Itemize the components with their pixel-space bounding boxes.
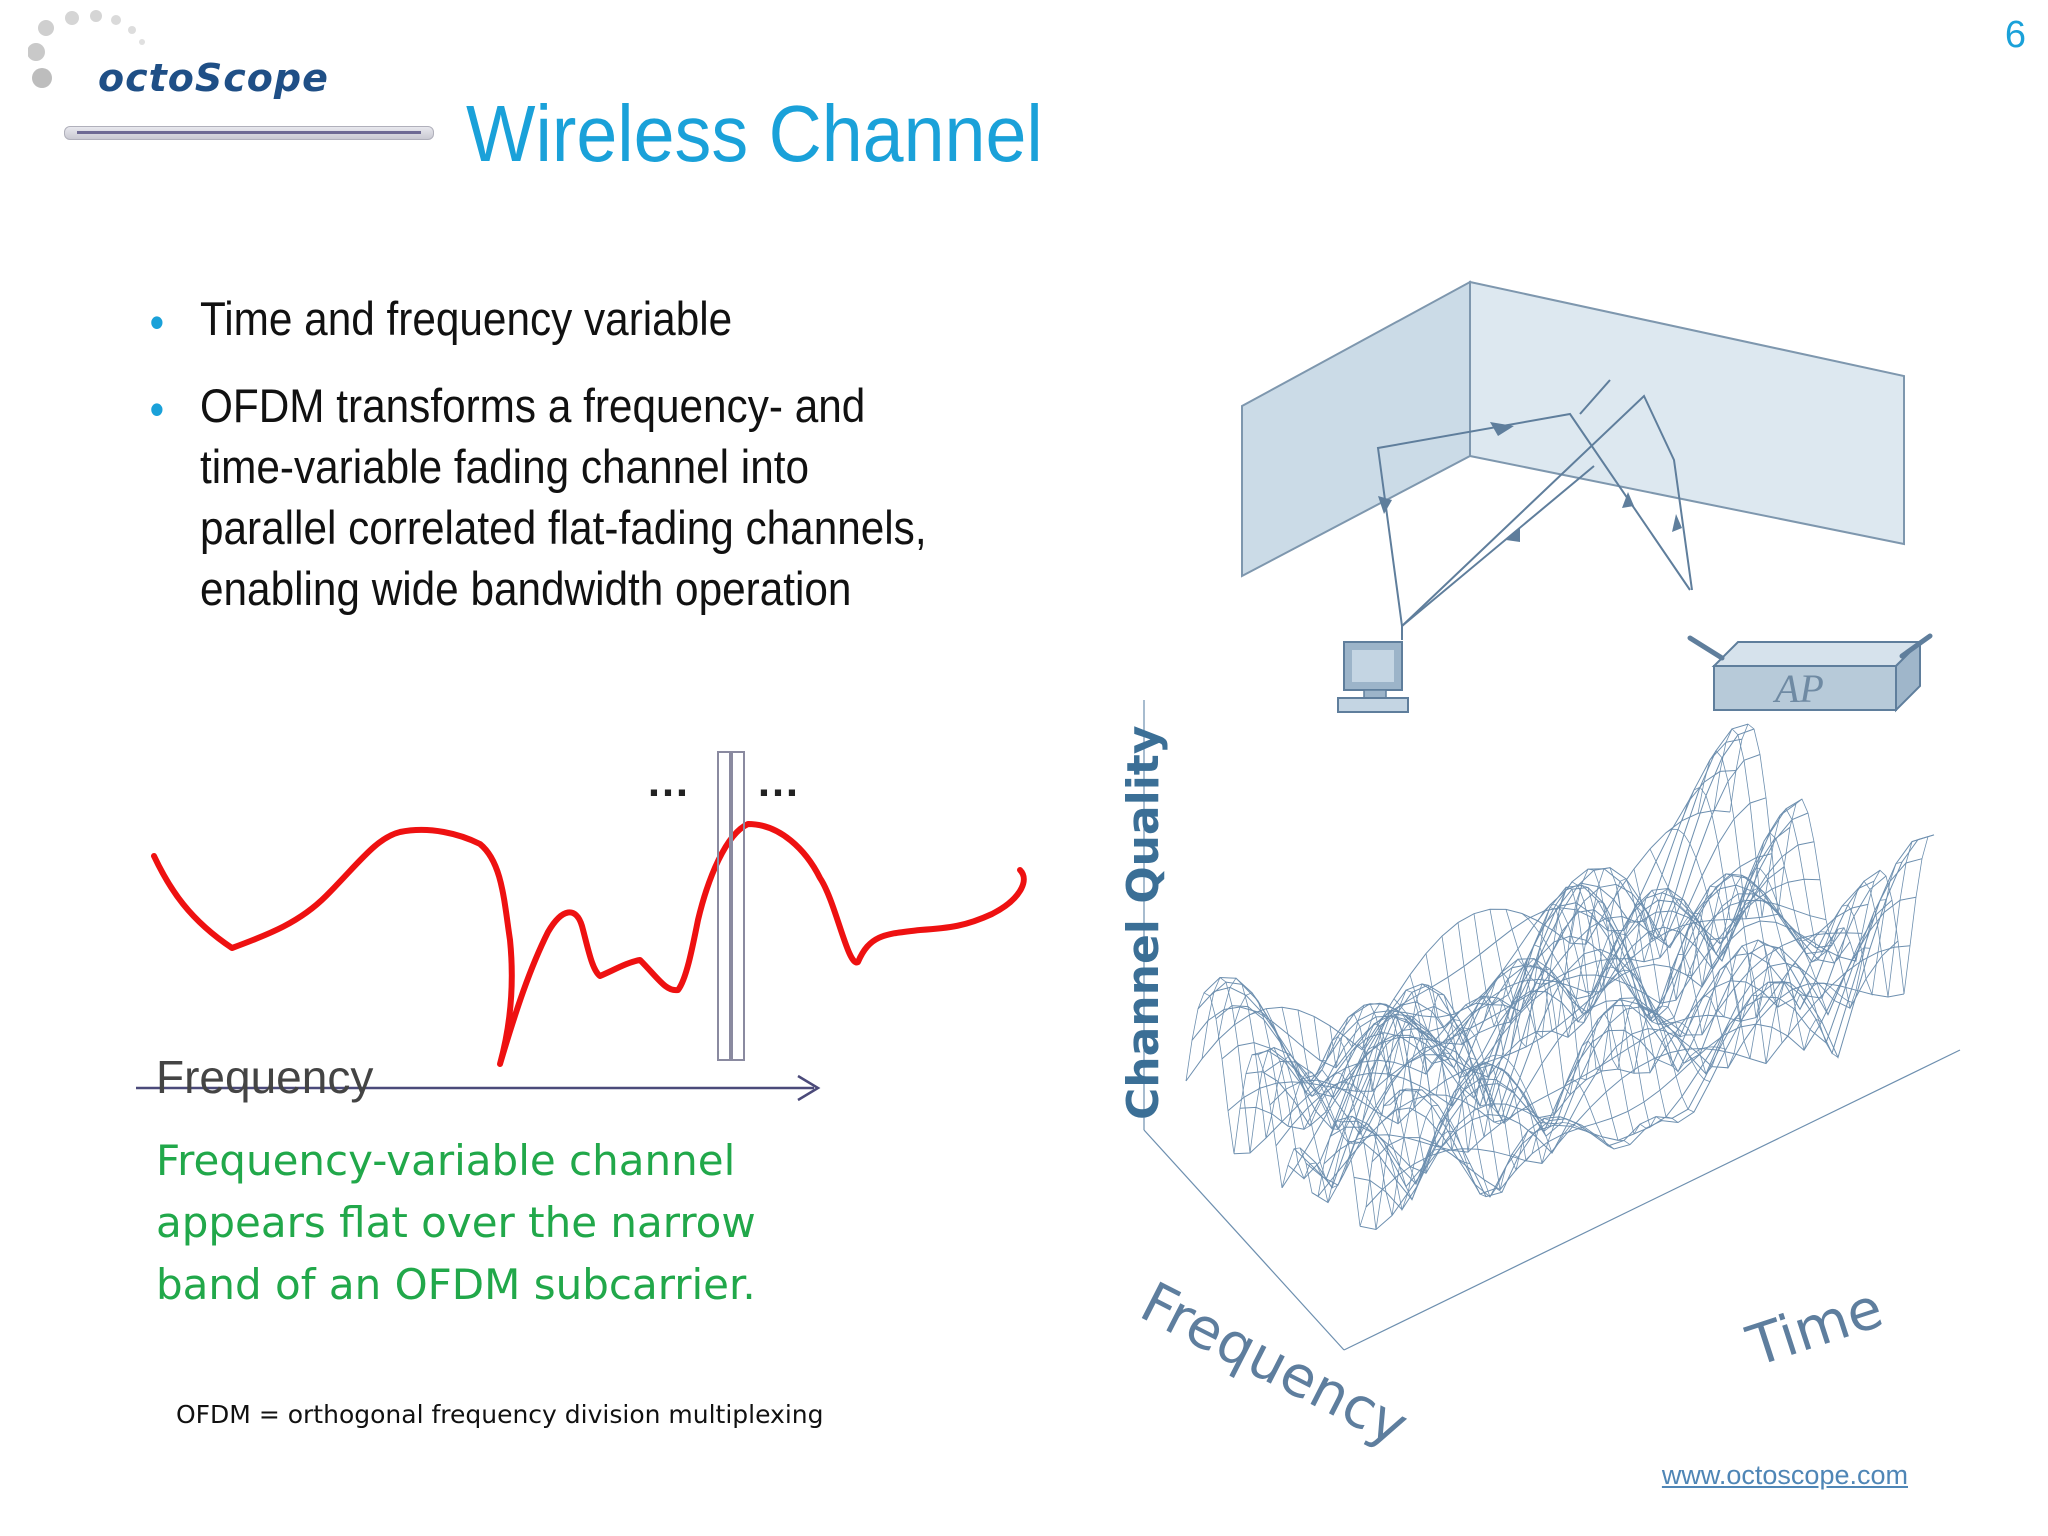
ellipsis-right: … — [756, 757, 800, 806]
subcarrier-note: Frequency-variable channel appears flat … — [156, 1136, 756, 1309]
logo-dots-icon — [27, 10, 145, 88]
mesh-line — [1269, 841, 1815, 1125]
ray-path-2 — [1401, 394, 1693, 627]
mesh-line — [1329, 993, 1535, 1172]
slide-title: Wireless Channel — [466, 89, 1043, 178]
mesh-line — [1201, 976, 1407, 1230]
mesh-line — [1425, 944, 1631, 1145]
mesh-line — [1649, 848, 1855, 1011]
mesh-line — [1457, 886, 1663, 1129]
surface-axes — [1143, 700, 1961, 1351]
mesh-line — [1697, 750, 1903, 996]
mesh-line — [1633, 868, 1839, 1058]
logo-underline-bar — [64, 126, 434, 140]
mesh-line — [1345, 1003, 1551, 1162]
mesh-line — [1377, 1009, 1583, 1154]
mesh-line — [1217, 977, 1423, 1216]
ofdm-footnote: OFDM = orthogonal frequency division mul… — [176, 1400, 824, 1429]
mesh-line — [1409, 974, 1615, 1150]
bullet-text: OFDM transforms a frequency- and time-va… — [200, 379, 927, 615]
mesh-line — [1729, 723, 1935, 995]
logo-bar-stripe — [77, 131, 421, 134]
mesh-line — [1681, 786, 1887, 1010]
ray-path-3 — [1401, 465, 1595, 627]
bullet-item: • Time and frequency variable — [146, 288, 956, 349]
mesh-line — [1441, 906, 1647, 1135]
ofdm-subcarrier-left — [717, 751, 731, 1061]
mesh-line — [1393, 998, 1599, 1138]
mesh-line — [1265, 1008, 1471, 1186]
channel-quality-surface-plot — [1143, 700, 1961, 1351]
ap-label: AP — [1772, 666, 1824, 711]
mesh-line — [1185, 809, 1731, 1082]
wall-left-panel — [1241, 280, 1471, 578]
octoscope-logo: octoScope — [27, 8, 448, 148]
bullet-item: • OFDM transforms a frequency- and time-… — [146, 375, 956, 619]
multipath-diagram: AP — [1241, 280, 1933, 713]
mesh-line — [1473, 884, 1679, 1123]
access-point-icon: AP — [1687, 633, 1933, 713]
frequency-response-curve — [151, 821, 1027, 1067]
page-number: 6 — [2004, 14, 2026, 56]
mesh-line — [1305, 893, 1851, 1186]
mesh-line — [1601, 878, 1807, 1044]
mesh-line — [1249, 1011, 1455, 1201]
frequency-axis-label: Frequency — [156, 1051, 374, 1103]
logo-text: octoScope — [98, 56, 329, 100]
mesh-line — [1317, 932, 1863, 1197]
mesh-line — [1713, 728, 1919, 998]
frequency-axis-arrow-icon — [797, 1074, 821, 1102]
bullet-marker-icon: • — [149, 296, 165, 348]
bullet-list: • Time and frequency variable • OFDM tra… — [146, 288, 1046, 645]
frequency-axis-line — [1143, 1129, 1345, 1351]
ofdm-subcarrier-right — [731, 751, 745, 1061]
mesh-line — [1505, 909, 1711, 1082]
mesh-line — [1489, 900, 1695, 1113]
mesh-line — [1233, 992, 1439, 1212]
surface-mesh — [1185, 723, 1935, 1231]
mesh-line — [1569, 868, 1775, 1059]
mesh-line — [1185, 992, 1391, 1227]
ray-arrowheads-icon — [1378, 422, 1682, 542]
mesh-line — [1521, 913, 1727, 1073]
computer-icon — [1337, 626, 1409, 713]
bullet-text: Time and frequency variable — [200, 292, 733, 345]
time-axis-line — [1343, 1049, 1961, 1351]
wall-right-panel — [1469, 280, 1905, 546]
frequency-response-illustration: … … — [136, 751, 1027, 1102]
bullet-marker-icon: • — [149, 383, 165, 435]
mesh-line — [1281, 1007, 1487, 1197]
mesh-line — [1665, 828, 1871, 1016]
mesh-line — [1313, 983, 1519, 1190]
website-link[interactable]: www.octoscope.com — [1661, 1460, 1908, 1490]
mesh-line — [1365, 945, 1911, 1208]
mesh-line — [1553, 881, 1759, 1070]
mesh-line — [1537, 904, 1743, 1075]
mesh-line — [1361, 1002, 1567, 1164]
ellipsis-left: … — [646, 757, 690, 806]
channel-quality-axis-label: Channel Quality — [1118, 725, 1169, 1121]
ray-path-4 — [1579, 379, 1611, 415]
